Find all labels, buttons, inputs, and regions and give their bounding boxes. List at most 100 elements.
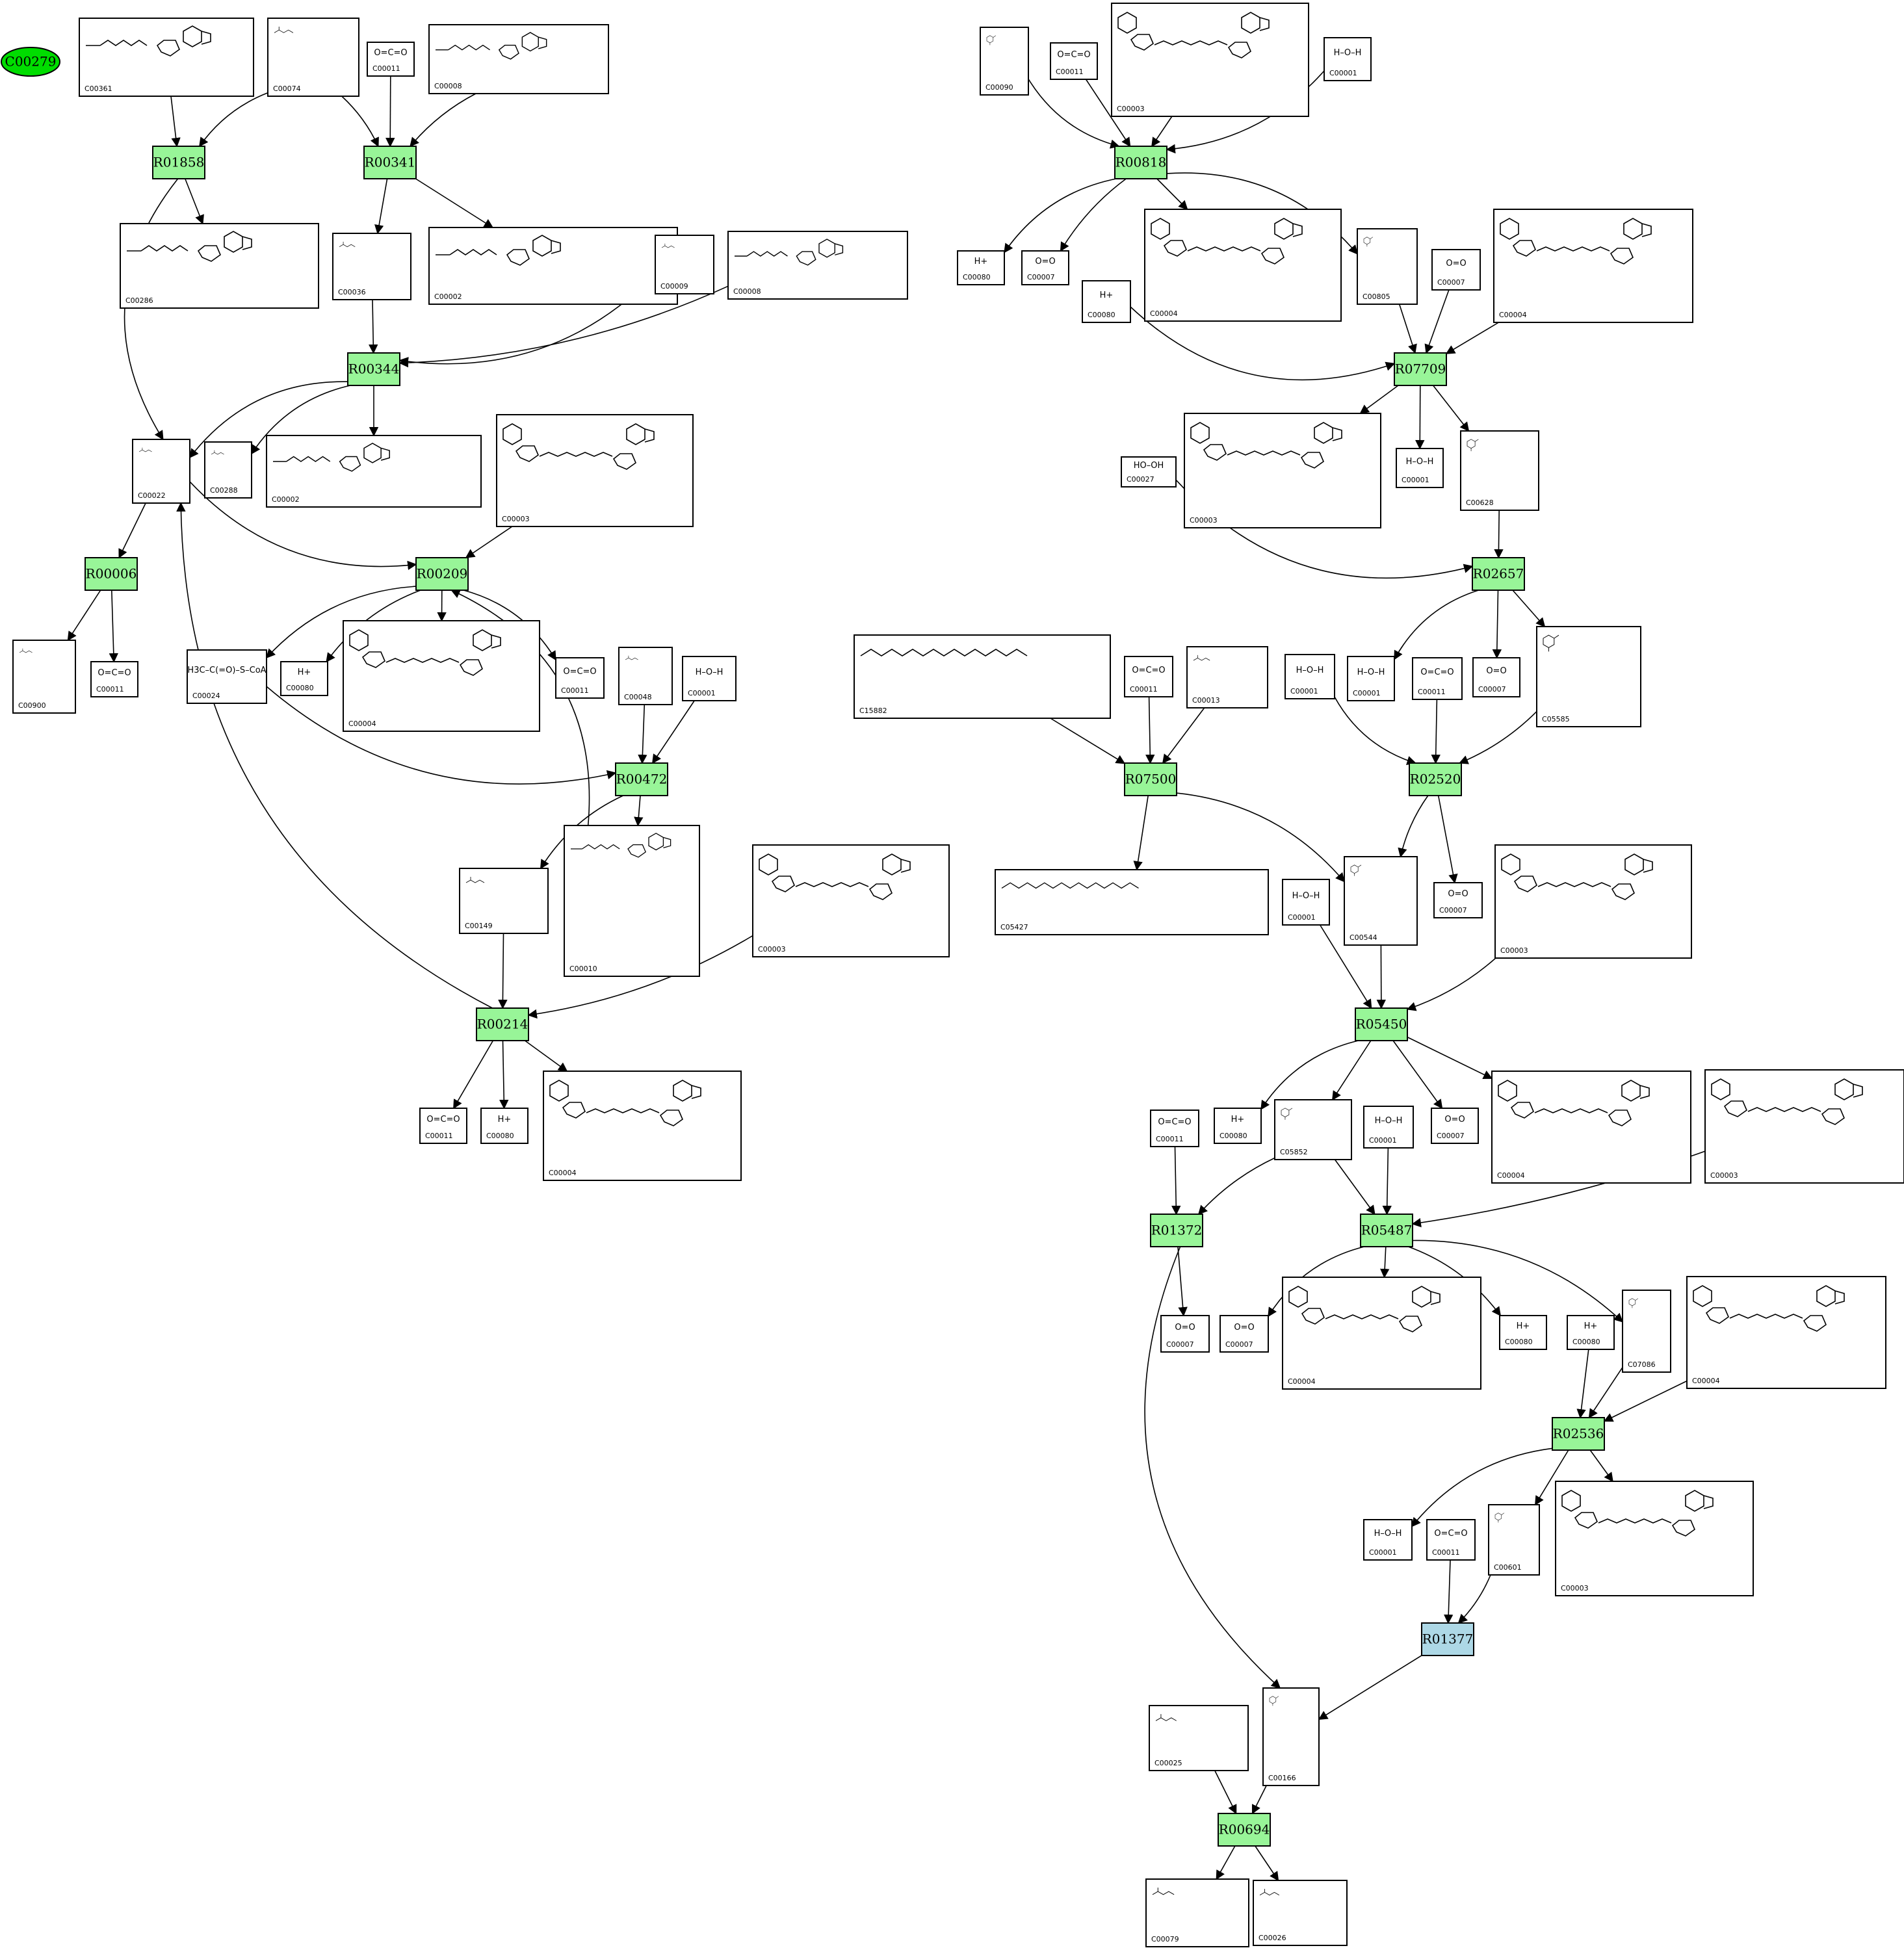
reaction-node-r07500[interactable]: R07500 [1124, 762, 1177, 796]
compound-node-c00004[interactable]: C00004 [1144, 209, 1342, 322]
compound-id-label: C00011 [1156, 1135, 1184, 1143]
compound-node-c00080[interactable]: H+C00080 [957, 250, 1005, 285]
compound-node-c00003[interactable]: C00003 [1494, 844, 1692, 959]
compound-node-c00008[interactable]: C00008 [428, 24, 609, 94]
reaction-node-r00209[interactable]: R00209 [415, 557, 469, 591]
compound-node-c00004[interactable]: C00004 [543, 1071, 742, 1181]
compound-node-c00149[interactable]: C00149 [459, 868, 549, 934]
compound-node-c00003[interactable]: C00003 [752, 844, 950, 957]
reaction-node-r02520[interactable]: R02520 [1409, 762, 1462, 796]
compound-node-c05585[interactable]: C05585 [1536, 626, 1641, 727]
reaction-node-r00818[interactable]: R00818 [1114, 146, 1167, 179]
compound-node-c00288[interactable]: C00288 [204, 441, 252, 499]
compound-node-c00166[interactable]: C00166 [1262, 1687, 1320, 1786]
compound-node-c00048[interactable]: C00048 [618, 647, 673, 705]
compound-node-c00080[interactable]: H+C00080 [480, 1108, 528, 1144]
compound-node-c00010[interactable]: C00010 [564, 825, 700, 977]
compound-node-c00286[interactable]: C00286 [120, 223, 319, 309]
compound-node-c00002[interactable]: C00002 [428, 227, 678, 305]
reaction-node-r01377[interactable]: R01377 [1421, 1622, 1474, 1656]
compound-node-c00361[interactable]: C00361 [79, 18, 254, 97]
reaction-node-r00006[interactable]: R00006 [85, 557, 138, 591]
compound-node-c00090[interactable]: C00090 [980, 27, 1029, 96]
compound-node-c00003[interactable]: C00003 [1111, 3, 1309, 117]
compound-node-c00003[interactable]: C00003 [496, 414, 694, 527]
compound-node-c00003[interactable]: C00003 [1184, 413, 1381, 528]
compound-node-c00080[interactable]: H+C00080 [1082, 280, 1131, 323]
compound-node-c05852[interactable]: C05852 [1274, 1099, 1352, 1160]
compound-node-c00003[interactable]: C00003 [1704, 1069, 1904, 1184]
compound-node-c00008[interactable]: C00008 [727, 231, 908, 300]
compound-node-c00004[interactable]: C00004 [1686, 1276, 1886, 1389]
compound-node-c05427[interactable]: C05427 [995, 869, 1269, 935]
compound-node-c00080[interactable]: H+C00080 [1499, 1315, 1547, 1350]
compound-id-label: C00007 [1439, 906, 1467, 915]
compound-node-c00628[interactable]: C00628 [1460, 430, 1539, 511]
reaction-node-r05450[interactable]: R05450 [1355, 1007, 1408, 1041]
compound-node-c00004[interactable]: C00004 [343, 620, 540, 732]
compound-node-c00080[interactable]: H+C00080 [1214, 1108, 1262, 1144]
compound-node-c00805[interactable]: C00805 [1357, 228, 1418, 305]
compound-node-c00025[interactable]: C00025 [1149, 1705, 1249, 1771]
compound-node-c00004[interactable]: C00004 [1282, 1277, 1481, 1390]
compound-node-c00036[interactable]: C00036 [332, 233, 411, 300]
compound-node-c07086[interactable]: C07086 [1622, 1290, 1671, 1373]
compound-node-c00013[interactable]: C00013 [1186, 646, 1268, 708]
compound-node-c00003[interactable]: C00003 [1555, 1481, 1754, 1596]
compound-node-c00601[interactable]: C00601 [1488, 1504, 1540, 1576]
reaction-node-r00694[interactable]: R00694 [1218, 1813, 1271, 1847]
reaction-node-r00344[interactable]: R00344 [347, 352, 400, 386]
reaction-node-r02536[interactable]: R02536 [1552, 1417, 1605, 1451]
compound-node-c00002[interactable]: C00002 [266, 435, 482, 508]
reaction-node-r00341[interactable]: R00341 [363, 146, 417, 179]
compound-node-c00074[interactable]: C00074 [267, 18, 359, 97]
compound-node-c00022[interactable]: C00022 [132, 439, 190, 504]
reaction-node-r07709[interactable]: R07709 [1394, 352, 1447, 386]
compound-id-label: C00628 [1466, 499, 1494, 507]
compound-node-c00080[interactable]: H+C00080 [1567, 1315, 1615, 1350]
reaction-node-r01372[interactable]: R01372 [1150, 1214, 1203, 1247]
reaction-node-r00214[interactable]: R00214 [476, 1007, 529, 1041]
compound-node-c00900[interactable]: C00900 [12, 640, 76, 714]
compound-node-c00004[interactable]: C00004 [1491, 1071, 1691, 1184]
reaction-node-r01858[interactable]: R01858 [152, 146, 205, 179]
compound-node-c00080[interactable]: H+C00080 [280, 661, 328, 696]
start-compound-node[interactable]: C00279 [1, 47, 60, 77]
edge-arrow [1145, 696, 1155, 764]
compound-node-c00079[interactable]: C00079 [1145, 1878, 1249, 1947]
reaction-node-r05487[interactable]: R05487 [1360, 1214, 1413, 1247]
compound-node-c00009[interactable]: C00009 [655, 235, 714, 294]
compound-node-c15882[interactable]: C15882 [854, 634, 1111, 719]
compound-node-c00026[interactable]: C00026 [1253, 1880, 1348, 1946]
compound-node-c00004[interactable]: C00004 [1493, 209, 1693, 323]
reaction-node-r02657[interactable]: R02657 [1472, 557, 1525, 591]
compound-node-c00544[interactable]: C00544 [1344, 856, 1418, 946]
reaction-node-r00472[interactable]: R00472 [615, 762, 668, 796]
